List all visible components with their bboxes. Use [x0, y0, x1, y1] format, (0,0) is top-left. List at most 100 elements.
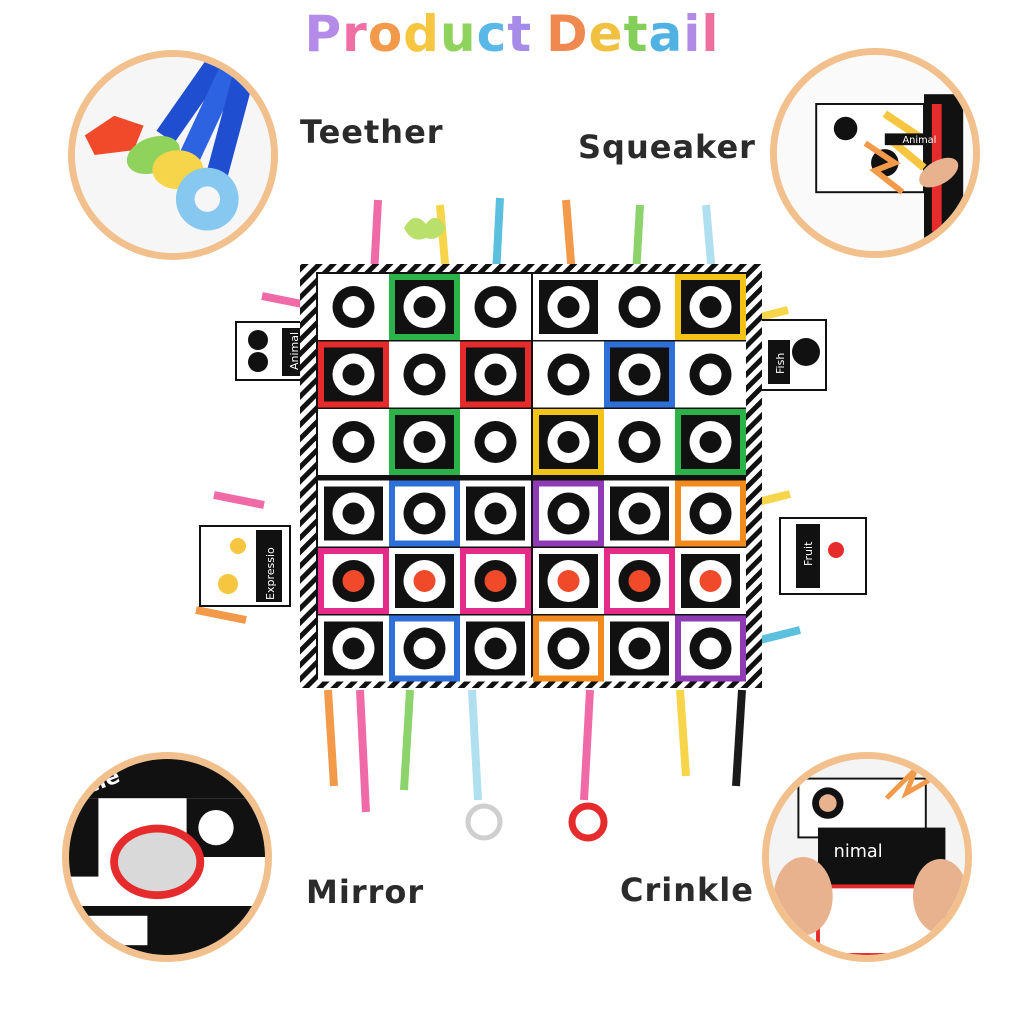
tile-picture-detail	[699, 431, 722, 453]
mat-tile	[460, 341, 531, 408]
mat-tile	[460, 480, 531, 547]
title-letter: t	[623, 5, 649, 63]
mirror-photo: cle	[62, 752, 272, 962]
tile-picture-detail	[413, 570, 436, 592]
crinkle-icon: nimal	[769, 759, 965, 955]
title-letter: u	[439, 5, 477, 63]
tile-picture-detail	[628, 363, 651, 386]
page-title: Product Detail	[0, 2, 1024, 66]
tile-picture-detail	[484, 431, 507, 453]
ribbon	[492, 197, 504, 276]
title-letter: D	[546, 5, 589, 63]
mat-tile	[318, 615, 389, 682]
red-ring-icon	[568, 802, 608, 842]
tile-picture-detail	[628, 637, 651, 660]
mat-tile	[389, 480, 460, 547]
title-letter: c	[476, 5, 508, 63]
mat-tile	[533, 615, 604, 682]
title-letter: e	[588, 5, 624, 63]
ribbon	[759, 626, 801, 644]
tile-picture-detail	[699, 502, 722, 525]
mat-tile	[389, 341, 460, 408]
tile-picture-detail	[413, 431, 436, 453]
ribbon	[732, 689, 746, 787]
mat-tile	[318, 274, 389, 340]
mat-tile	[604, 480, 675, 547]
tile-picture-detail	[557, 431, 580, 453]
title-letter: P	[304, 5, 343, 63]
teether-photo	[68, 50, 278, 260]
ribbon	[702, 204, 716, 276]
tile-picture-detail	[557, 502, 580, 525]
ribbon	[632, 204, 644, 276]
squeaker-tag-text: Animal	[902, 135, 936, 146]
mat-tile	[460, 409, 531, 475]
ribbon	[324, 689, 338, 787]
teether-icon	[75, 57, 271, 253]
mat-tile	[533, 480, 604, 547]
tile-picture-detail	[557, 637, 580, 660]
title-letter: o	[367, 5, 404, 63]
tile-picture-detail	[628, 570, 651, 592]
tile-picture-detail	[628, 502, 651, 525]
tile-picture-detail	[484, 502, 507, 525]
mat-tile	[675, 615, 746, 682]
mirror-icon: cle	[69, 759, 265, 955]
mat-tile	[318, 548, 389, 614]
fruit-side-tag: Fruit	[779, 517, 867, 595]
ribbon	[370, 199, 382, 276]
mat-tile	[533, 274, 604, 340]
mat-tile	[675, 480, 746, 547]
tile-picture-detail	[484, 296, 507, 318]
fruit-tag-label: Fruit	[802, 541, 815, 566]
ribbon	[580, 689, 594, 801]
mirror-label: Mirror	[306, 873, 425, 911]
squeaker-label: Squeaker	[578, 128, 756, 166]
expression-side-tag: Expressio	[199, 525, 291, 607]
ribbon	[562, 199, 576, 276]
crinkle-photo: nimal	[762, 752, 972, 962]
tile-picture-detail	[342, 502, 365, 525]
mat-tile	[604, 548, 675, 614]
ribbon	[400, 689, 414, 791]
tile-picture-detail	[628, 431, 651, 453]
tile-grid	[318, 274, 746, 682]
title-letter: r	[342, 5, 368, 63]
ribbon-group	[195, 197, 801, 813]
mat-tile	[675, 274, 746, 340]
mat-tile	[604, 341, 675, 408]
crinkle-tag-text: nimal	[834, 842, 883, 862]
mat-tile	[389, 615, 460, 682]
mat-tile	[604, 409, 675, 475]
tile-picture-detail	[484, 570, 507, 592]
title-letter: i	[683, 5, 702, 63]
mat-tile	[318, 341, 389, 408]
ribbon	[436, 204, 450, 276]
tile-picture-detail	[342, 296, 365, 318]
title-letter: a	[648, 5, 684, 63]
tile-picture-detail	[342, 431, 365, 453]
mat-tile	[675, 409, 746, 475]
mat-tile	[389, 548, 460, 614]
tile-picture-detail	[484, 637, 507, 660]
mat-tile	[389, 274, 460, 340]
squeaker-icon: Animal	[777, 55, 973, 251]
mat-tile	[604, 615, 675, 682]
mat-tile	[533, 548, 604, 614]
tile-picture-detail	[699, 637, 722, 660]
tile-picture-detail	[557, 296, 580, 318]
tile-picture-detail	[557, 363, 580, 386]
mat-tile	[318, 409, 389, 475]
title-letter: d	[403, 5, 440, 63]
ribbon	[356, 689, 370, 813]
fish-side-tag: Fish	[759, 319, 827, 391]
title-letter: l	[701, 5, 720, 63]
title-letter: t	[507, 5, 533, 63]
fish-tag-label: Fish	[774, 353, 787, 374]
squeaker-photo: Animal	[770, 48, 980, 258]
tile-picture-detail	[484, 363, 507, 386]
ribbon	[676, 689, 690, 777]
tile-picture-detail	[342, 637, 365, 660]
ribbon	[468, 689, 482, 801]
tile-picture-detail	[557, 570, 580, 592]
